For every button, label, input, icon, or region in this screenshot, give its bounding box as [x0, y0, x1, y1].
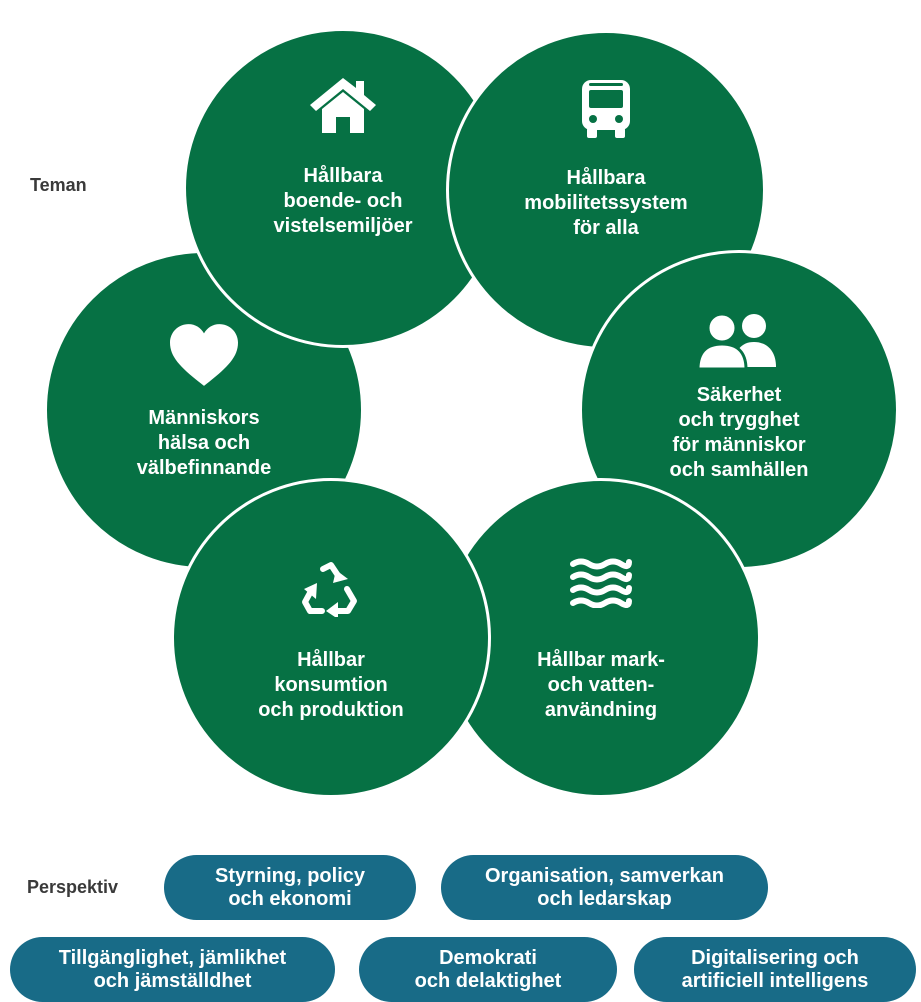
theme-land-water-use: Hållbar mark- och vatten- användning: [441, 478, 761, 798]
themes-heading: Teman: [30, 175, 87, 195]
theme-housing-environments: Hållbara boende- och vistelsemiljöer: [183, 28, 503, 348]
house-icon: [308, 75, 378, 140]
waves-icon: [569, 556, 633, 613]
bus-icon: [578, 78, 634, 145]
theme-label: Människors hälsa och välbefinnande: [136, 407, 272, 479]
theme-label: Säkerhet och trygghet för människor och …: [669, 384, 809, 481]
perspectives-heading: Perspektiv: [27, 877, 119, 897]
theme-label: Hållbar mark- och vatten- användning: [537, 649, 665, 721]
theme-label: Hållbar konsumtion och produktion: [258, 649, 404, 721]
theme-label: Hållbara mobilitetssystem för alla: [524, 167, 688, 239]
heart-icon: [166, 321, 242, 394]
perspective-digitalisation: Digitalisering och artificiell intellige…: [634, 937, 916, 1002]
perspective-governance: Styrning, policy och ekonomi: [164, 855, 416, 920]
theme-consumption-production: Hållbar konsumtion och produktion: [171, 478, 491, 798]
perspective-democracy: Demokrati och delaktighet: [359, 937, 617, 1002]
perspective-organisation: Organisation, samverkan och ledarskap: [441, 855, 768, 920]
perspective-accessibility: Tillgänglighet, jämlikhet och jämställdh…: [10, 937, 335, 1002]
recycle-icon: [300, 561, 362, 622]
theme-label: Hållbara boende- och vistelsemiljöer: [273, 165, 413, 237]
people-icon: [696, 311, 782, 376]
